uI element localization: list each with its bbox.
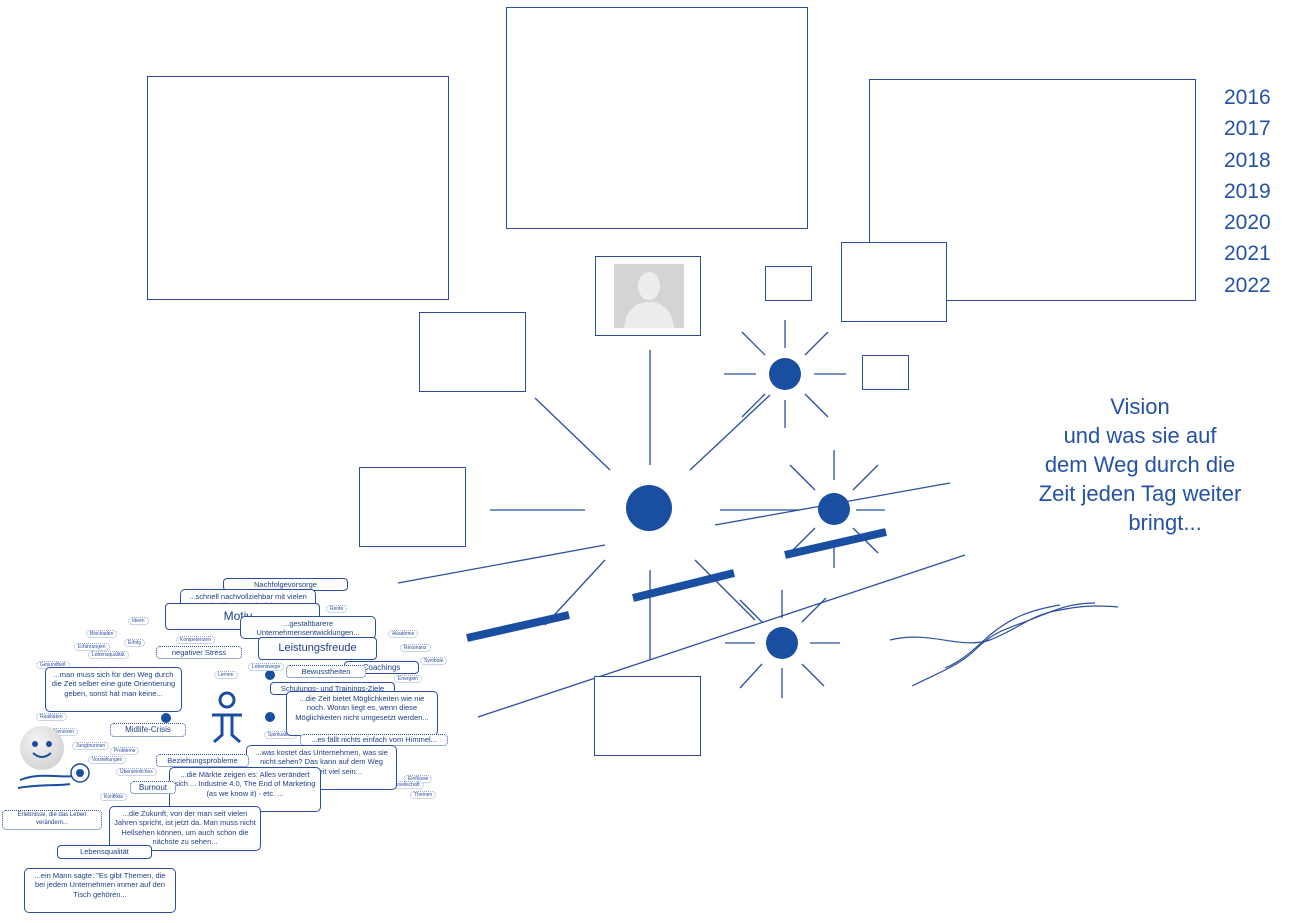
image-frame-6 [862,355,909,390]
note-midlife[interactable]: Midlife-Crisis [110,723,186,737]
note-gestaltbar[interactable]: ...gestaltbarere Unternehmensentwicklung… [240,616,376,639]
vision-line: Zeit jeden Tag weiter [1038,481,1242,506]
year-item: 2022 [1224,273,1271,297]
note-leistung[interactable]: Leistungsfreude [258,637,377,660]
keyword: Erfolg [124,639,146,647]
note-beziehung[interactable]: Beziehungsprobleme [156,754,249,767]
hub-top [769,358,801,390]
image-frame-9 [594,676,701,756]
keyword: Themen [410,791,437,799]
profile-frame [595,256,701,336]
keyword: Übersinnliches [116,768,157,776]
keyword: Erfahrungen [74,643,110,651]
year-item: 2020 [1224,211,1271,235]
note-weg[interactable]: ...man muss sich für den Weg durch die Z… [45,667,182,712]
vision-line: dem Weg durch die [1044,452,1236,477]
keyword: Resonanz [400,644,431,652]
keyword: Jungbrunnen [72,742,110,750]
vision-line: und was sie auf [1063,423,1217,448]
vision-line: bringt... [1128,510,1202,535]
image-frame-5 [765,266,812,301]
smiley-icon [20,726,64,770]
year-item: 2017 [1224,117,1271,141]
keyword: Akademie [388,630,419,638]
note-zeit-bietet[interactable]: ...die Zeit bietet Möglichkeiten wie nie… [286,691,438,736]
vision-text: Vision und was sie auf dem Weg durch die… [990,392,1290,537]
vision-line: Vision [1110,394,1170,419]
keyword: Energien [394,675,423,683]
note-lebensqualitaet[interactable]: Lebensqualität [57,845,152,859]
image-frame-2 [506,7,808,229]
year-list: 2016 2017 2018 2019 2020 2021 2022 [1224,82,1271,301]
avatar-placeholder-icon [614,264,684,328]
keyword: Symbole [420,657,448,665]
keyword: Vorstellungen [88,756,127,764]
keyword: Lebensqualität [88,651,129,659]
keyword: Lebenswege [248,663,285,671]
keyword: Konflikte [100,793,128,801]
image-frame-8 [359,467,466,547]
note-burnout[interactable]: Burnout [130,781,176,794]
note-maerkte[interactable]: ...die Märkte zeigen es: Alles verändert… [169,767,321,812]
year-item: 2016 [1224,86,1271,109]
keyword: Probleme [110,747,140,755]
image-frame-4 [841,242,947,322]
keyword: Blockaden [86,630,118,638]
keyword: Lernen [214,671,238,679]
note-zukunft[interactable]: ...die Zukunft, von der man seit vielen … [109,806,261,851]
note-bewusst[interactable]: Bewusstheiten [286,665,366,678]
note-mann[interactable]: ...ein Mann sagte: "Es gibt Themen, die … [24,868,176,913]
keyword: Realitäten [36,713,67,721]
hub-bottom [766,627,798,659]
keyword: Kompetenzen [176,636,215,644]
year-item: 2019 [1224,179,1271,203]
hub-right [818,493,850,525]
hub-main [626,485,672,531]
year-item: 2018 [1224,148,1271,172]
year-item: 2021 [1224,242,1271,266]
note-stress[interactable]: negativer Stress [156,646,242,659]
keyword: Rente [326,605,348,613]
image-frame-7 [419,312,526,392]
keyword: Ideen [128,617,149,625]
image-frame-1 [147,76,449,300]
note-erlebnisse[interactable]: Erlebnisse, die das Leben verändern... [2,810,102,830]
